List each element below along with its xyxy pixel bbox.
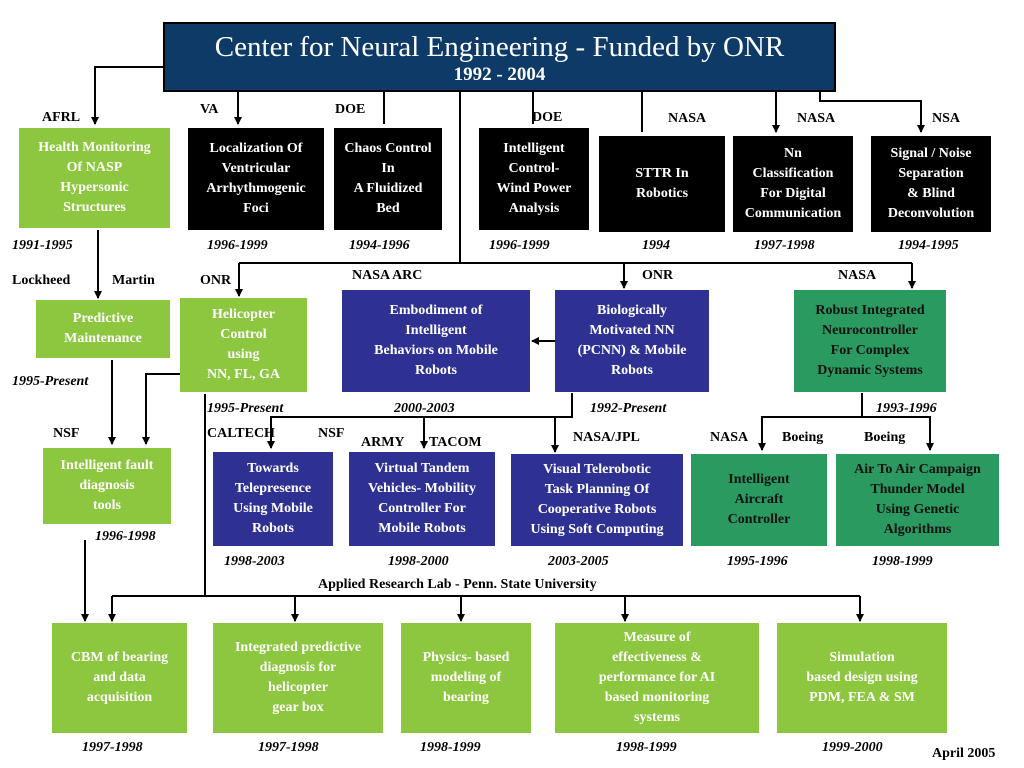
box-integrated-predictive: Integrated predictive diagnosis for heli… [213,623,383,733]
year-integrated: 1997-1998 [258,740,319,755]
label-nasa-3: NASA [838,268,877,283]
year-health: 1991-1995 [12,238,73,253]
year-tandem: 1998-2000 [388,554,449,569]
label-doe-1: DOE [335,102,366,117]
box-robust-neurocontroller: Robust Integrated Neurocontroller For Co… [794,290,946,392]
title-box: Center for Neural Engineering - Funded b… [163,22,836,92]
box-predictive-maintenance: Predictive Maintenance [36,300,170,358]
box-embodiment: Embodiment of Intelligent Behaviors on M… [342,290,530,392]
box-air-to-air: Air To Air Campaign Thunder Model Using … [836,454,999,546]
label-va: VA [200,102,219,117]
year-simulation: 1999-2000 [822,740,883,755]
year-robust: 1993-1996 [876,401,937,416]
label-boeing-1: Boeing [782,430,824,445]
label-lockheed: Lockheed [12,273,71,288]
box-chaos-control: Chaos Control In A Fluidized Bed [334,128,442,230]
year-physics: 1998-1999 [420,740,481,755]
label-nasa-arc: NASA ARC [352,268,423,283]
box-biologically-motivated: Biologically Motivated NN (PCNN) & Mobil… [555,290,709,392]
box-measure-effectiveness: Measure of effectiveness & performance f… [555,623,759,733]
label-nasa-1: NASA [668,111,707,126]
year-chaos: 1994-1996 [349,238,410,253]
diagram-title: Center for Neural Engineering - Funded b… [214,31,785,63]
label-applied-research-lab: Applied Research Lab - Penn. State Unive… [318,577,597,592]
box-cbm-bearing: CBM of bearing and data acquisition [52,623,187,733]
box-virtual-tandem: Virtual Tandem Vehicles- Mobility Contro… [349,452,495,546]
year-helicopter: 1995-Present [207,401,284,416]
year-fault: 1996-1998 [95,529,156,544]
box-nn-classification: Nn Classification For Digital Communicat… [733,136,853,232]
label-army: ARMY [361,435,405,450]
box-telepresence: Towards Telepresence Using Mobile Robots [213,452,333,546]
box-visual-telerobotic: Visual Telerobotic Task Planning Of Coop… [511,454,683,546]
label-tacom: TACOM [429,435,482,450]
label-onr-2: ONR [642,268,674,283]
year-telepresence: 1998-2003 [224,554,285,569]
year-predictive: 1995-Present [12,374,89,389]
year-embodiment: 2000-2003 [394,401,455,416]
label-nasa-4: NASA [710,430,749,445]
box-intelligent-fault: Intelligent fault diagnosis tools [43,448,171,524]
box-sttr-robotics: STTR In Robotics [599,136,725,232]
box-health-monitoring: Health Monitoring Of NASP Hypersonic Str… [19,128,170,228]
label-nsf-1: NSF [53,426,80,441]
year-bio: 1992-Present [590,401,667,416]
label-nsa: NSA [932,111,961,126]
label-doe-2: DOE [532,110,563,125]
year-sttr: 1994 [642,238,670,253]
year-air-to-air: 1998-1999 [872,554,933,569]
box-simulation-design: Simulation based design using PDM, FEA &… [777,623,947,733]
box-localization: Localization Of Ventricular Arrhythmogen… [188,128,324,230]
label-nasa-2: NASA [797,111,836,126]
year-aircraft: 1995-1996 [727,554,788,569]
label-martin: Martin [112,273,155,288]
year-wind: 1996-1999 [489,238,550,253]
year-localization: 1996-1999 [207,238,268,253]
box-wind-power: Intelligent Control- Wind Power Analysis [479,128,589,230]
year-signal: 1994-1995 [898,238,959,253]
year-nn: 1997-1998 [754,238,815,253]
label-afrl: AFRL [42,110,81,125]
year-measure: 1998-1999 [616,740,677,755]
label-date: April 2005 [932,746,996,761]
label-boeing-2: Boeing [864,430,906,445]
label-nasa-jpl: NASA/JPL [573,430,640,445]
diagram-subtitle: 1992 - 2004 [453,64,546,85]
year-telerobotic: 2003-2005 [548,554,609,569]
box-aircraft-controller: Intelligent Aircraft Controller [691,454,827,546]
label-caltech: CALTECH [207,426,275,441]
box-physics-based: Physics- based modeling of bearing [401,623,531,733]
box-signal-noise: Signal / Noise Separation & Blind Deconv… [871,136,991,232]
label-onr-1: ONR [200,273,232,288]
year-cbm: 1997-1998 [82,740,143,755]
box-helicopter-control: Helicopter Control using NN, FL, GA [180,298,307,392]
label-nsf-2: NSF [318,426,345,441]
